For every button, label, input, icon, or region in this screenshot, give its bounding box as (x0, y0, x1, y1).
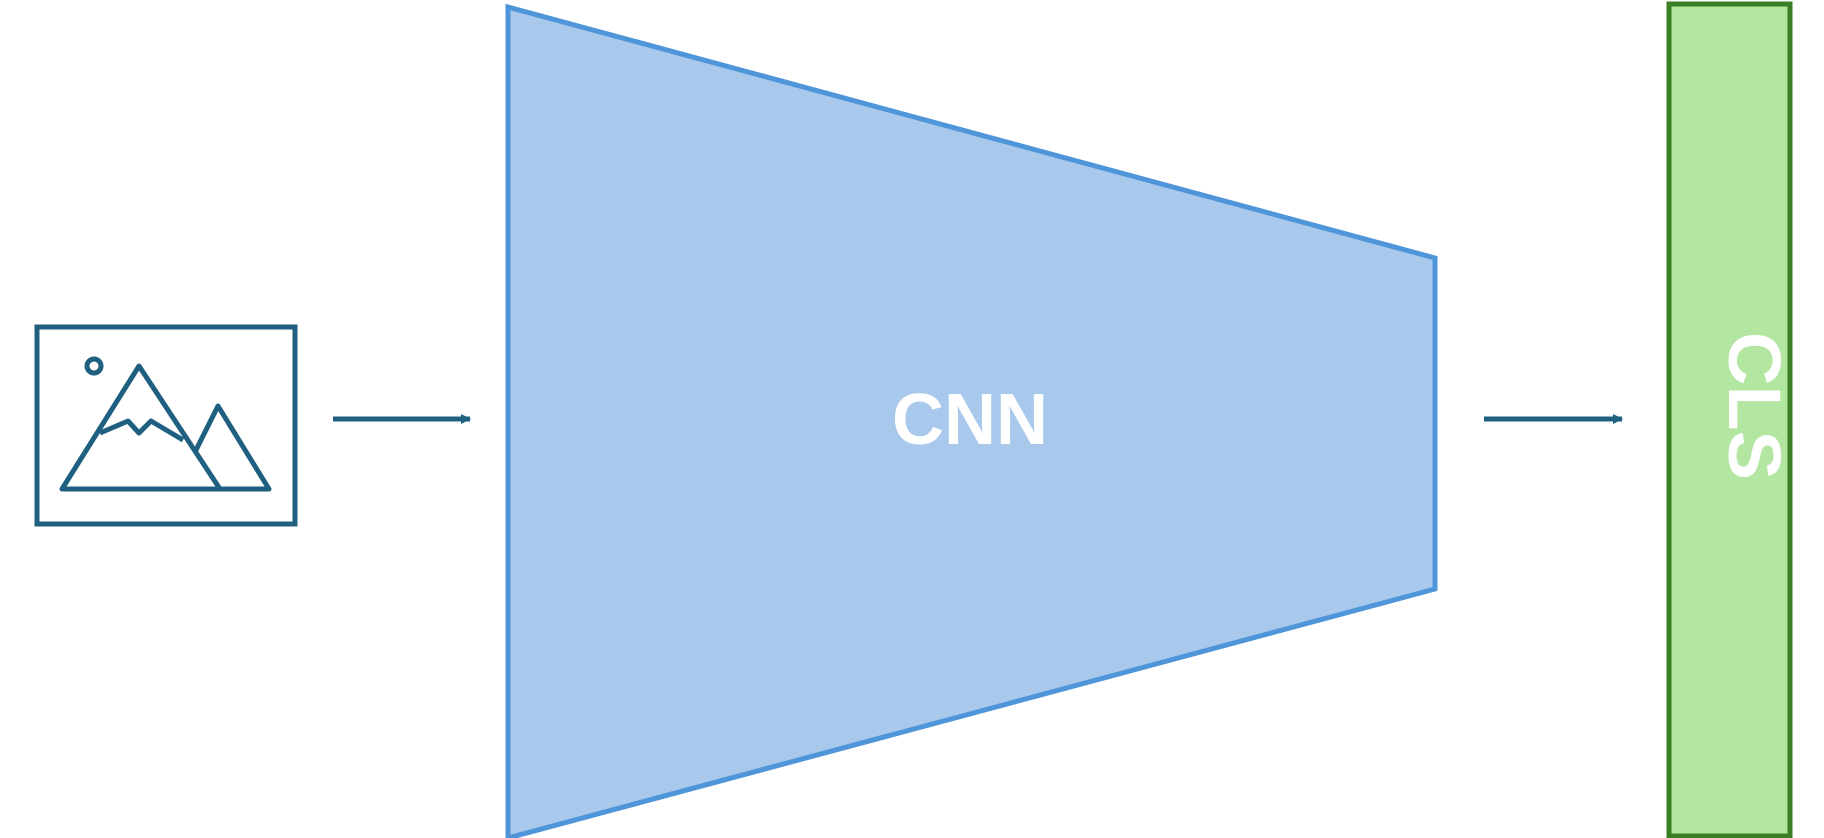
cls-label: CLS (1713, 332, 1796, 480)
cls-block: CLS (1666, 1, 1796, 838)
image-icon (34, 324, 298, 527)
cnn-block: CNN (505, 3, 1438, 838)
cnn-label: CNN (892, 380, 1048, 460)
